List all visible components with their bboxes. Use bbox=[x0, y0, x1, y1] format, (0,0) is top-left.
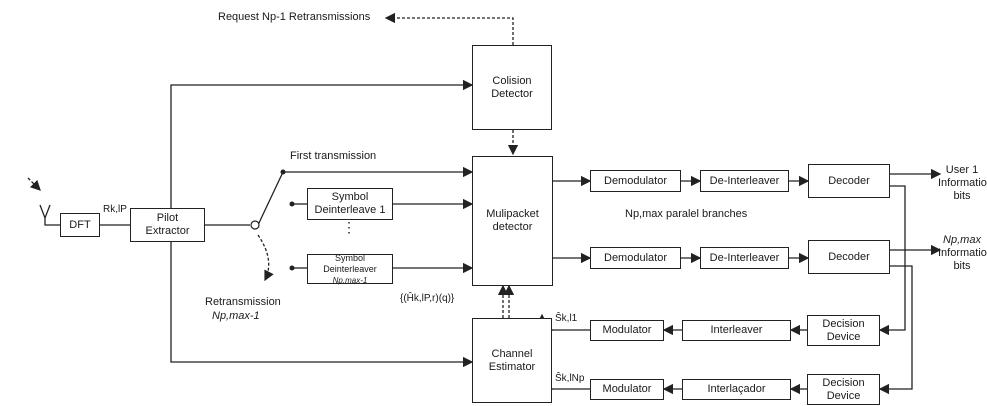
pilot-extractor-label-1: Pilot bbox=[156, 212, 179, 224]
decision-bottom-label-2: Device bbox=[826, 389, 861, 402]
pilot-extractor-label-2: Extractor bbox=[145, 225, 190, 237]
usern-line-1: Np,max bbox=[943, 234, 981, 246]
user1-line-3: bits bbox=[953, 190, 971, 202]
deinterleaver-bottom-block: De-Interleaver bbox=[700, 247, 789, 269]
demodulator-bottom-block: Demodulator bbox=[590, 247, 681, 269]
multipacket-label-2: detector bbox=[492, 221, 533, 233]
deinterleave-1-label-1: Symbol bbox=[331, 191, 369, 203]
deinterleaver-n-sub: Np,max-1 bbox=[332, 275, 368, 285]
retransmission-n-label: Np,max-1 bbox=[212, 310, 260, 322]
collision-detector-label-1: Colision bbox=[492, 74, 532, 87]
channel-estimator-label-1: Channel bbox=[491, 347, 533, 360]
first-transmission-label: First transmission bbox=[290, 150, 377, 162]
decoder-top-block: Decoder bbox=[808, 164, 890, 198]
usern-line-3: bits bbox=[953, 260, 971, 272]
interleaver-block: Interleaver bbox=[682, 320, 791, 341]
demodulator-bottom-label: Demodulator bbox=[604, 251, 667, 264]
deinterleaver-n-label: Symbol Deinterleaver bbox=[323, 252, 377, 274]
rkl-label: Rk,lP bbox=[103, 204, 127, 215]
dft-label: DFT bbox=[69, 218, 91, 231]
modulator-top-label: Modulator bbox=[602, 324, 652, 336]
dft-block: DFT bbox=[60, 213, 100, 237]
decision-bottom-label-1: Decision bbox=[822, 376, 865, 389]
multipacket-label-1: Mulipacket bbox=[486, 208, 539, 220]
snp-label: Ŝk,lNp bbox=[555, 373, 585, 384]
modulator-top-block: Modulator bbox=[590, 320, 664, 341]
decoder-top-label: Decoder bbox=[828, 174, 870, 187]
usern-output-label: Np,max Information bits bbox=[938, 234, 987, 273]
deinterleave-1-label-2: Deinterleave 1 bbox=[314, 204, 386, 216]
interleaver-label: Interleaver bbox=[710, 324, 763, 336]
modulator-bottom-label: Modulator bbox=[602, 383, 652, 395]
channel-estimate-label: {(Ĥk,lP,r)(q)} bbox=[400, 293, 455, 304]
s1-label: Ŝk,l1 bbox=[555, 313, 578, 324]
usern-line-2: Information bbox=[938, 247, 987, 259]
decision-top-label-2: Device bbox=[826, 330, 861, 343]
deinterleaver-bottom-label: De-Interleaver bbox=[709, 251, 780, 264]
demodulator-top-label: Demodulator bbox=[604, 174, 667, 187]
interlacador-block: Interlaçador bbox=[682, 379, 791, 400]
user1-output-label: User 1 Information bits bbox=[938, 164, 987, 203]
channel-estimator-label-2: Estimator bbox=[488, 360, 536, 373]
modulator-bottom-block: Modulator bbox=[590, 379, 664, 400]
user1-line-1: User 1 bbox=[945, 164, 979, 176]
interlacador-label: Interlaçador bbox=[707, 383, 766, 395]
demodulator-top-block: Demodulator bbox=[590, 170, 681, 192]
paralel-branches-label: Np,max paralel branches bbox=[625, 208, 748, 220]
collision-detector-label-2: Detector bbox=[491, 87, 533, 100]
retransmission-label: Retransmission bbox=[205, 296, 281, 308]
decoder-bottom-block: Decoder bbox=[808, 240, 890, 274]
vertical-dots: ⋮ bbox=[342, 219, 356, 235]
deinterleaver-top-label: De-Interleaver bbox=[709, 174, 780, 187]
deinterleaver-top-block: De-Interleaver bbox=[700, 170, 789, 192]
decoder-bottom-label: Decoder bbox=[828, 250, 870, 263]
request-retransmissions-label: Request Np-1 Retransmissions bbox=[218, 11, 371, 23]
decision-top-label-1: Decision bbox=[822, 317, 865, 330]
user1-line-2: Information bbox=[938, 177, 987, 189]
